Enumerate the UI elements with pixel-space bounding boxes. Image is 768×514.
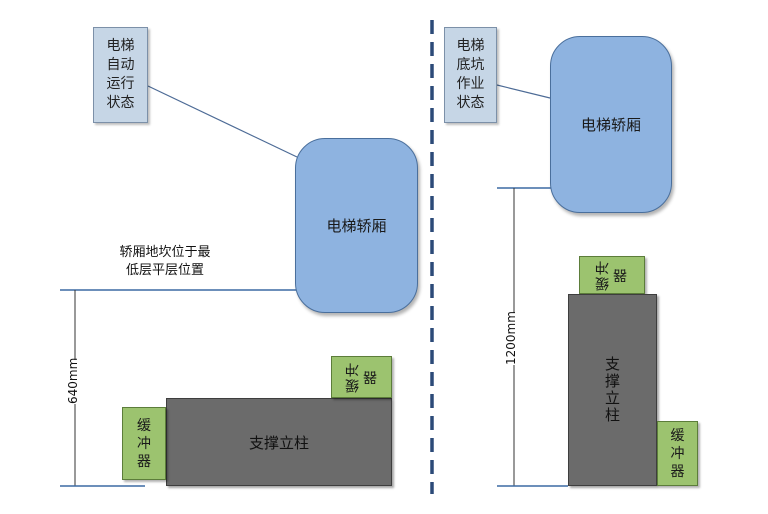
right-pillar-label: 支撑立柱 [603, 356, 621, 424]
left-buffer-top: 缓冲器 [331, 356, 392, 398]
left-label-leader [147, 85, 298, 158]
right-state-label: 电梯 底坑 作业 状态 [444, 27, 497, 123]
left-dimension-label: 640mm [66, 358, 84, 404]
left-state-label: 电梯 自动 运行 状态 [93, 27, 148, 123]
left-buffer-side: 缓 冲 器 [122, 407, 166, 480]
right-state-label-text: 电梯 底坑 作业 状态 [456, 38, 485, 111]
left-buffer-side-label: 缓 冲 器 [137, 417, 151, 470]
right-buffer-top: 缓冲器 [579, 256, 645, 294]
left-note: 轿厢地坎位于最 低层平层位置 [119, 245, 211, 278]
left-support-pillar: 支撑立柱 [166, 398, 392, 486]
left-cabin-label: 电梯轿厢 [326, 217, 387, 235]
left-buffer-top-label: 缓冲器 [344, 361, 379, 393]
left-state-label-text: 电梯 自动 运行 状态 [106, 38, 135, 111]
right-buffer-side-label: 缓 冲 器 [670, 427, 685, 480]
right-dimension-label: 1200mm [504, 311, 524, 365]
left-cabin: 电梯轿厢 [295, 138, 418, 313]
left-pillar-label: 支撑立柱 [248, 433, 309, 452]
right-cabin: 电梯轿厢 [550, 36, 672, 213]
right-label-leader [496, 84, 551, 99]
right-support-pillar: 支撑立柱 [568, 294, 657, 486]
right-cabin-label: 电梯轿厢 [580, 116, 641, 134]
right-buffer-top-label: 缓冲器 [595, 259, 629, 291]
right-buffer-side: 缓 冲 器 [657, 421, 698, 486]
